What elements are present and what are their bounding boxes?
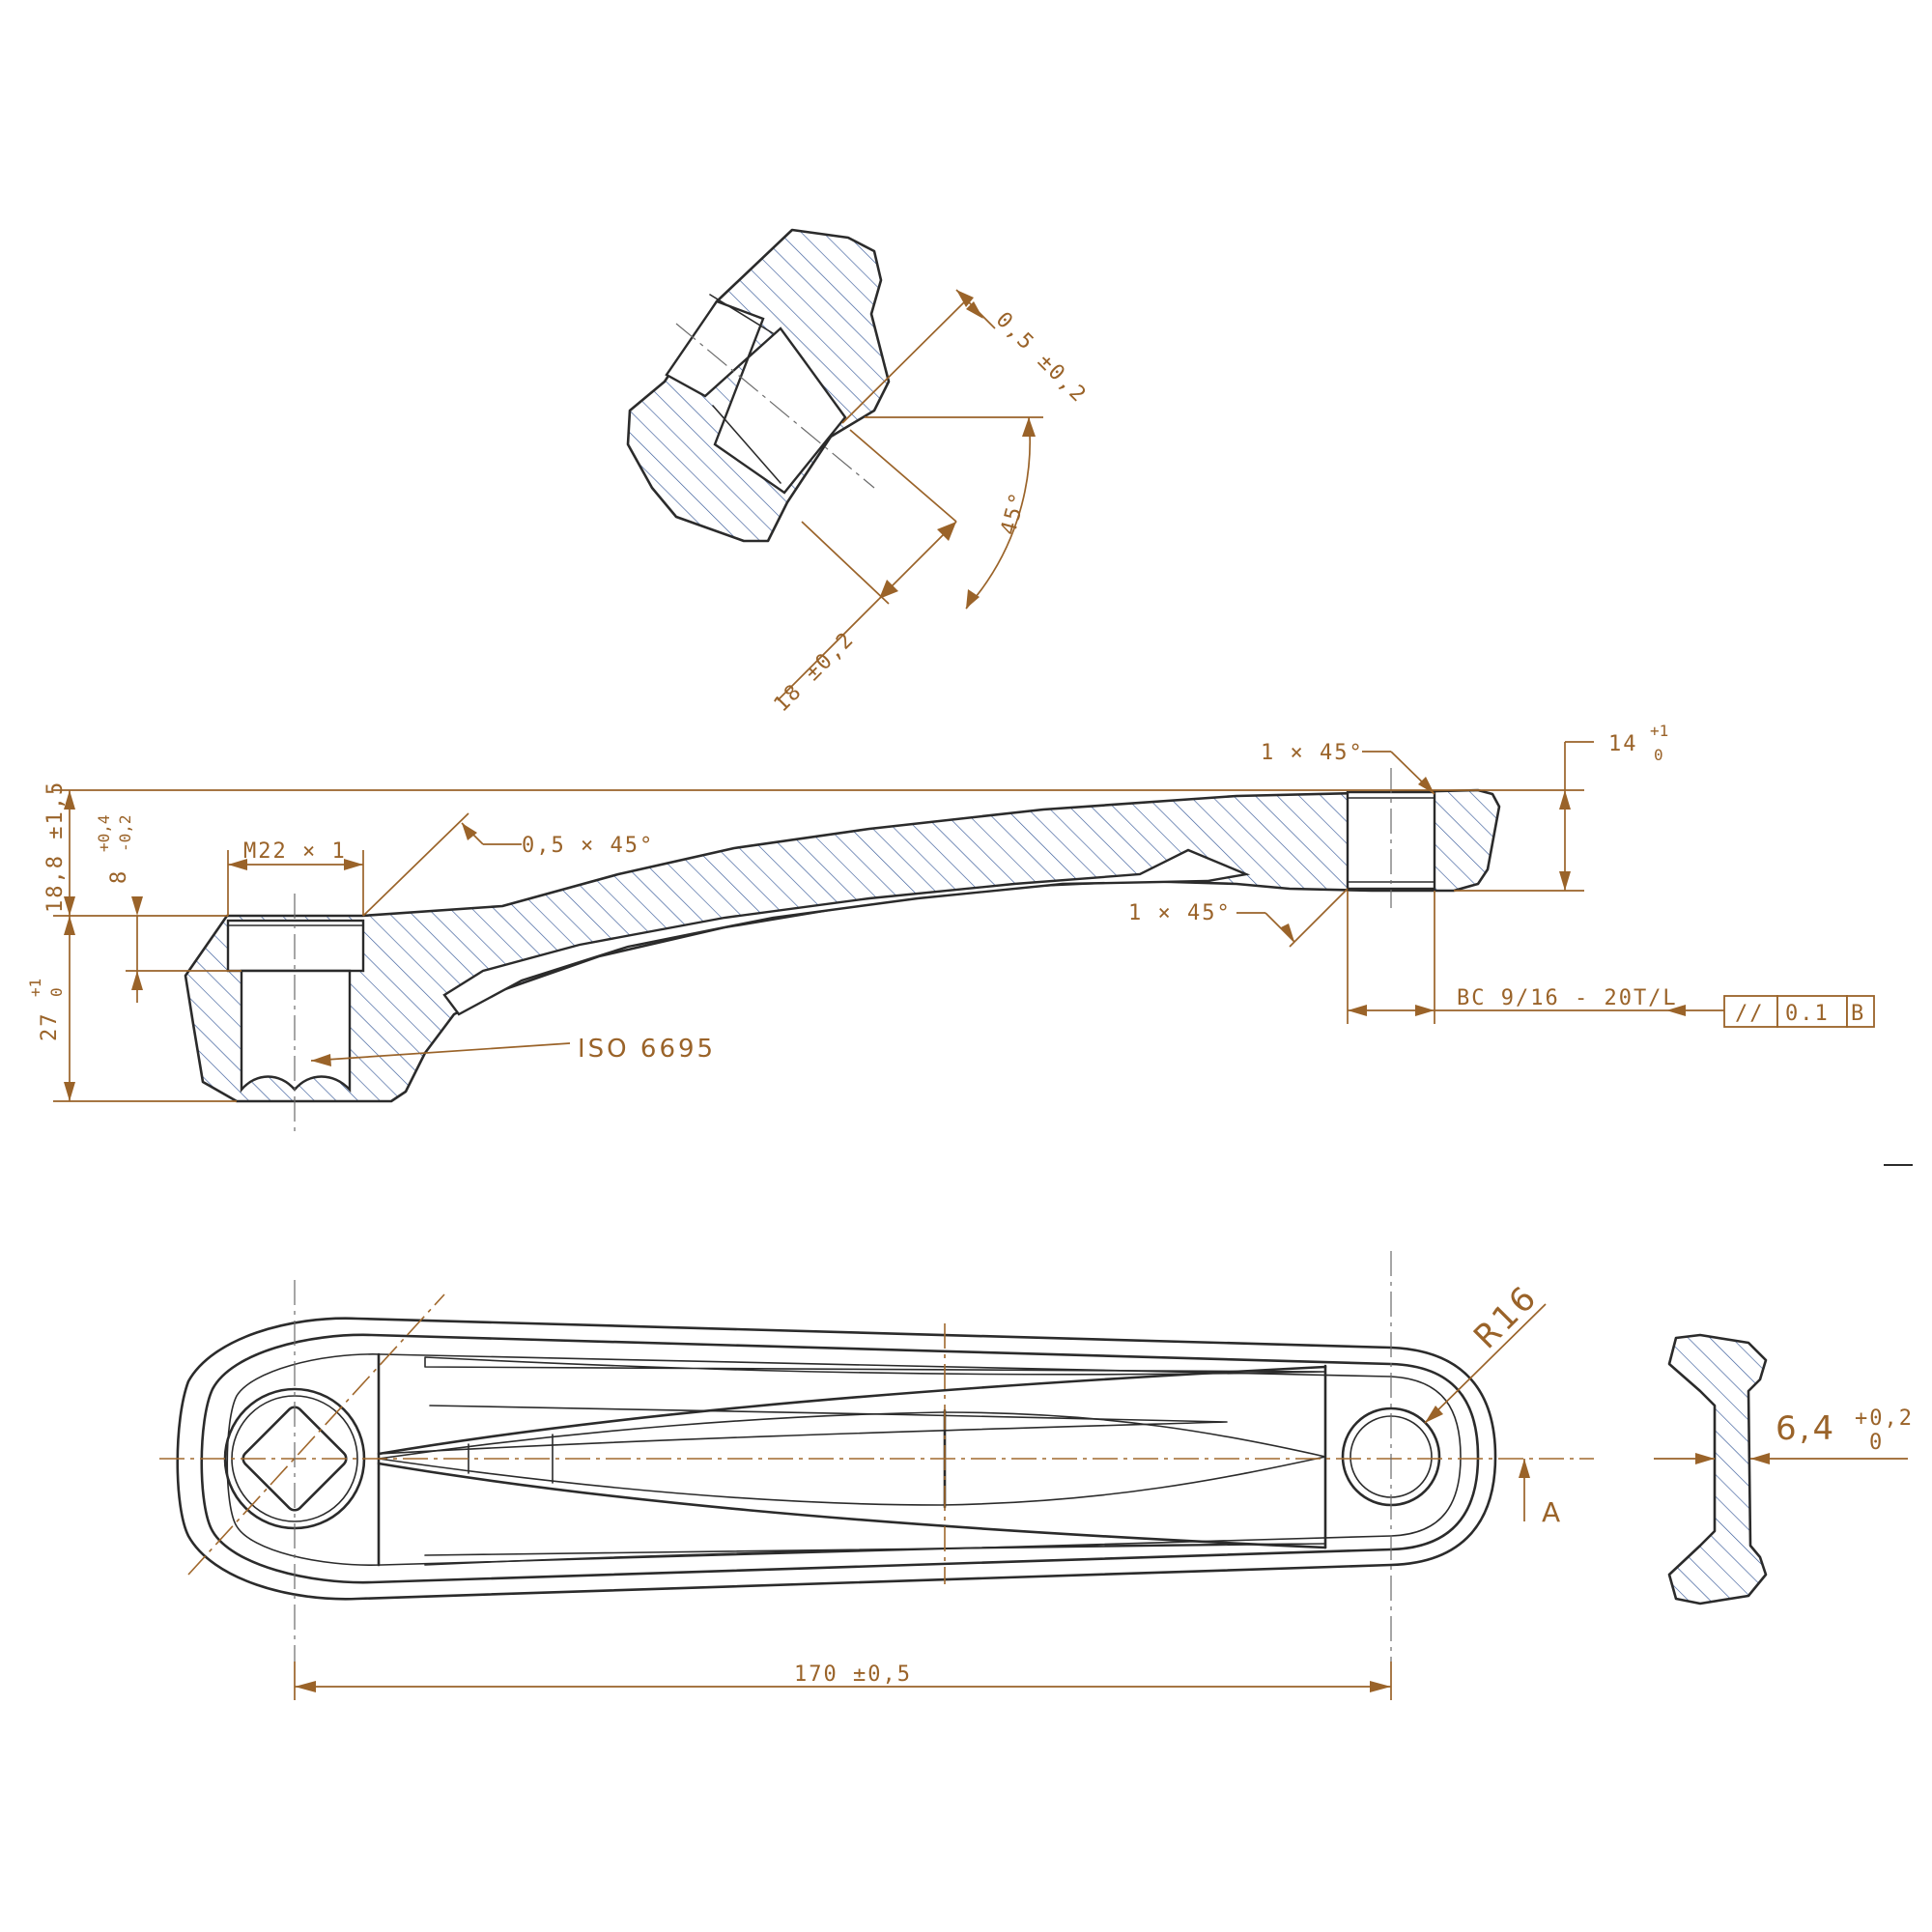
web-arrow-r (1750, 1453, 1770, 1464)
length-arrow-r (1370, 1681, 1391, 1692)
detail-angle-arc (965, 416, 1032, 610)
radius-arrow (1425, 1406, 1443, 1423)
chamfer-left-arrow (462, 823, 477, 840)
detail-arrow-4 (879, 580, 898, 599)
detail-centerline (675, 323, 875, 489)
cross-section-view: 6,4 +0,2 0 (1654, 1333, 1914, 1605)
chamfer-top-arrow (1418, 777, 1435, 794)
detail-arrow-3 (937, 522, 956, 541)
upper-web (377, 1365, 1327, 1456)
center-spine (378, 1411, 1326, 1506)
tolerance-arrow (1666, 1005, 1686, 1016)
iso-arrow (311, 1054, 331, 1066)
datum-arrow (1519, 1459, 1530, 1478)
boss-arrow-top (1559, 790, 1571, 810)
square-taper-hole (242, 1406, 348, 1512)
boss-height-upper: +1 (1650, 722, 1668, 740)
crank-flange-outline (226, 1353, 1462, 1566)
detail-width-leader (777, 598, 880, 701)
detail-width-extension (849, 429, 957, 523)
pedal-arrow-l (1348, 1005, 1367, 1016)
thread-depth-value: 8 (107, 869, 131, 884)
thread-depth-lower: -0,2 (116, 814, 134, 852)
overall-arrow-top (64, 916, 75, 935)
pedal-thread-label: BC 9/16 - 20T/L (1457, 986, 1678, 1010)
thread-dim-arrow-l (228, 859, 247, 870)
overall-height-lower: 0 (47, 987, 66, 997)
boss-height-value: 14 (1608, 732, 1638, 756)
chamfer-bottom-arrow (1281, 923, 1294, 942)
thread-depth-upper: +0,4 (95, 814, 113, 852)
chamfer-bottom-leader (1264, 912, 1295, 943)
chamfer-bottom-line (1289, 888, 1349, 948)
thread-arrow-top (131, 896, 143, 916)
crank-inner-outline (200, 1333, 1480, 1584)
crank-outer-outline (176, 1317, 1497, 1601)
tolerance-symbol-cell (1723, 995, 1778, 1028)
detail-width-extension-2 (801, 521, 890, 605)
tolerance-value: 0.1 (1785, 1002, 1830, 1026)
datum-label: A (1542, 1496, 1563, 1528)
section-lightening-pocket (442, 848, 1251, 1016)
iso-leader (310, 1042, 571, 1062)
boss-arrow-bottom (1559, 871, 1571, 891)
section-view: M22 × 1 0,5 × 45° 1 × 45° 1 × 45° ISO 66… (26, 722, 1875, 1135)
spindle-bore (240, 969, 352, 1094)
radius-label: R16 (1466, 1277, 1546, 1356)
detail-edge-line-2 (712, 405, 781, 484)
length-label: 170 ±0,5 (794, 1662, 912, 1687)
section-body (184, 788, 1501, 1103)
detail-arrow (956, 290, 974, 307)
overall-height-upper: +1 (26, 979, 44, 997)
thread-left-label: M22 × 1 (243, 839, 347, 864)
detail-arrow-6 (966, 589, 980, 609)
tolerance-datum-cell (1846, 995, 1875, 1028)
web-lower: 0 (1869, 1431, 1884, 1455)
tolerance-symbol: // (1735, 1002, 1765, 1026)
length-arrow-l (295, 1681, 316, 1692)
chamfer-bottom-label: 1 × 45° (1128, 901, 1232, 925)
bottom-rib (424, 1543, 1326, 1566)
plan-view: 170 ±0,5 R16 A (159, 1251, 1594, 1700)
web-upper: +0,2 (1855, 1406, 1914, 1431)
lower-web (377, 1462, 1327, 1549)
detail-angle-label: 45° (997, 489, 1032, 538)
radius-leader (1424, 1303, 1547, 1424)
upper-web-inner (378, 1405, 1228, 1455)
thread-bore (226, 919, 365, 973)
height-arrow-bottom (64, 896, 75, 916)
detail-bore (665, 299, 847, 495)
cross-section-body (1667, 1333, 1768, 1605)
chamfer-top-label: 1 × 45° (1261, 741, 1364, 765)
pedal-arrow-r (1415, 1005, 1435, 1016)
tolerance-datum: B (1851, 1002, 1865, 1026)
detail-chamfer-extension (841, 297, 970, 424)
web-value: 6,4 (1776, 1409, 1836, 1448)
thread-dim-arrow-r (344, 859, 363, 870)
detail-view: 0,5 ±0,2 45° 18 ±0,2 (626, 228, 1092, 717)
height-arrow-top (64, 790, 75, 810)
spindle-standard-label: ISO 6695 (578, 1035, 716, 1064)
overall-height-value: 27 (38, 1012, 62, 1042)
tolerance-value-cell (1776, 995, 1848, 1028)
section-cut-line (187, 1293, 445, 1576)
height-left-label: 18,8 ±1,5 (43, 781, 68, 913)
detail-width-label: 18 ±0,2 (770, 627, 860, 717)
boss-height-lower: 0 (1654, 746, 1663, 764)
overall-arrow-bottom (64, 1082, 75, 1101)
detail-arrow-5 (1022, 417, 1036, 437)
chamfer-left-leader (362, 812, 469, 917)
detail-arrow-2 (966, 301, 983, 319)
thread-arrow-bottom (131, 971, 143, 990)
chamfer-left-label: 0,5 × 45° (522, 834, 654, 858)
detail-chamfer-label: 0,5 ±0,2 (991, 308, 1092, 409)
web-arrow-l (1695, 1453, 1715, 1464)
detail-edge-line (709, 294, 774, 334)
